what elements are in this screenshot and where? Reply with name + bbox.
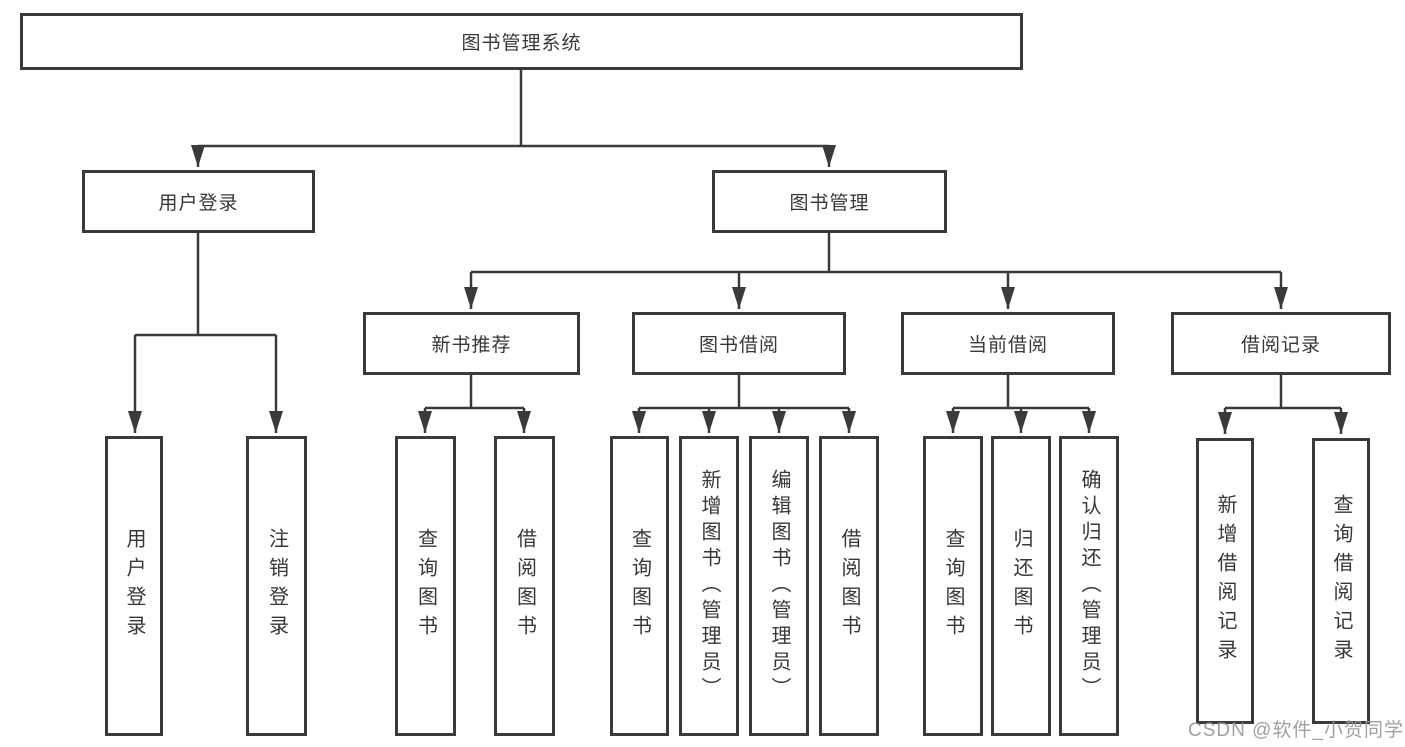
leaf-edit-books-admin-label: 编辑图书（管理员） [768,469,790,703]
leaf-add-borrow-record-label: 新增借阅记录 [1214,494,1236,668]
node-current-borrow: 当前借阅 [901,312,1115,375]
leaf-query-books-recommend: 查询图书 [395,436,456,736]
leaf-query-books-current: 查询图书 [923,436,983,736]
leaf-confirm-return-admin-label: 确认归还（管理员） [1078,469,1100,703]
leaf-edit-books-admin: 编辑图书（管理员） [749,436,809,736]
leaf-query-books-current-label: 查询图书 [942,528,964,644]
node-new-book-recommend: 新书推荐 [363,312,580,375]
leaf-add-borrow-record: 新增借阅记录 [1196,438,1254,724]
leaf-logout: 注销登录 [246,436,307,736]
connector-borrow-records-branch [1225,375,1341,410]
connector-root-to-level2 [198,70,829,148]
leaf-return-books: 归还图书 [991,436,1051,736]
connector-user-login-branch [135,233,276,337]
leaf-borrow-books-recommend-label: 借阅图书 [513,528,536,644]
leaf-user-login: 用户登录 [105,436,163,736]
leaf-confirm-return-admin: 确认归还（管理员） [1059,436,1119,736]
leaf-return-books-label: 归还图书 [1010,528,1032,644]
leaf-borrow-books-recommend: 借阅图书 [494,436,555,736]
connector-new-book-recommend-branch [425,375,524,410]
leaf-borrow-books: 借阅图书 [819,436,879,736]
node-user-login: 用户登录 [82,170,315,233]
leaf-query-borrow-record-label: 查询借阅记录 [1330,494,1352,668]
node-book-management: 图书管理 [712,170,947,233]
node-root-library-system: 图书管理系统 [20,13,1023,70]
csdn-watermark: CSDN @软件_小贺同学 [1188,720,1404,741]
node-book-borrow: 图书借阅 [632,312,846,375]
node-borrow-records: 借阅记录 [1171,312,1391,375]
leaf-add-books-admin: 新增图书（管理员） [679,436,739,736]
leaf-user-login-label: 用户登录 [123,528,145,644]
connector-book-management-branch [471,233,1281,274]
leaf-query-books-borrow-label: 查询图书 [628,528,651,644]
connector-book-borrow-branch [639,375,849,410]
leaf-query-borrow-record: 查询借阅记录 [1312,438,1370,724]
connector-current-borrow-branch [953,375,1089,410]
leaf-add-books-admin-label: 新增图书（管理员） [698,469,720,703]
leaf-query-books-borrow: 查询图书 [610,436,669,736]
leaf-borrow-books-label: 借阅图书 [838,528,860,644]
leaf-logout-label: 注销登录 [265,528,288,644]
leaf-query-books-recommend-label: 查询图书 [414,528,437,644]
